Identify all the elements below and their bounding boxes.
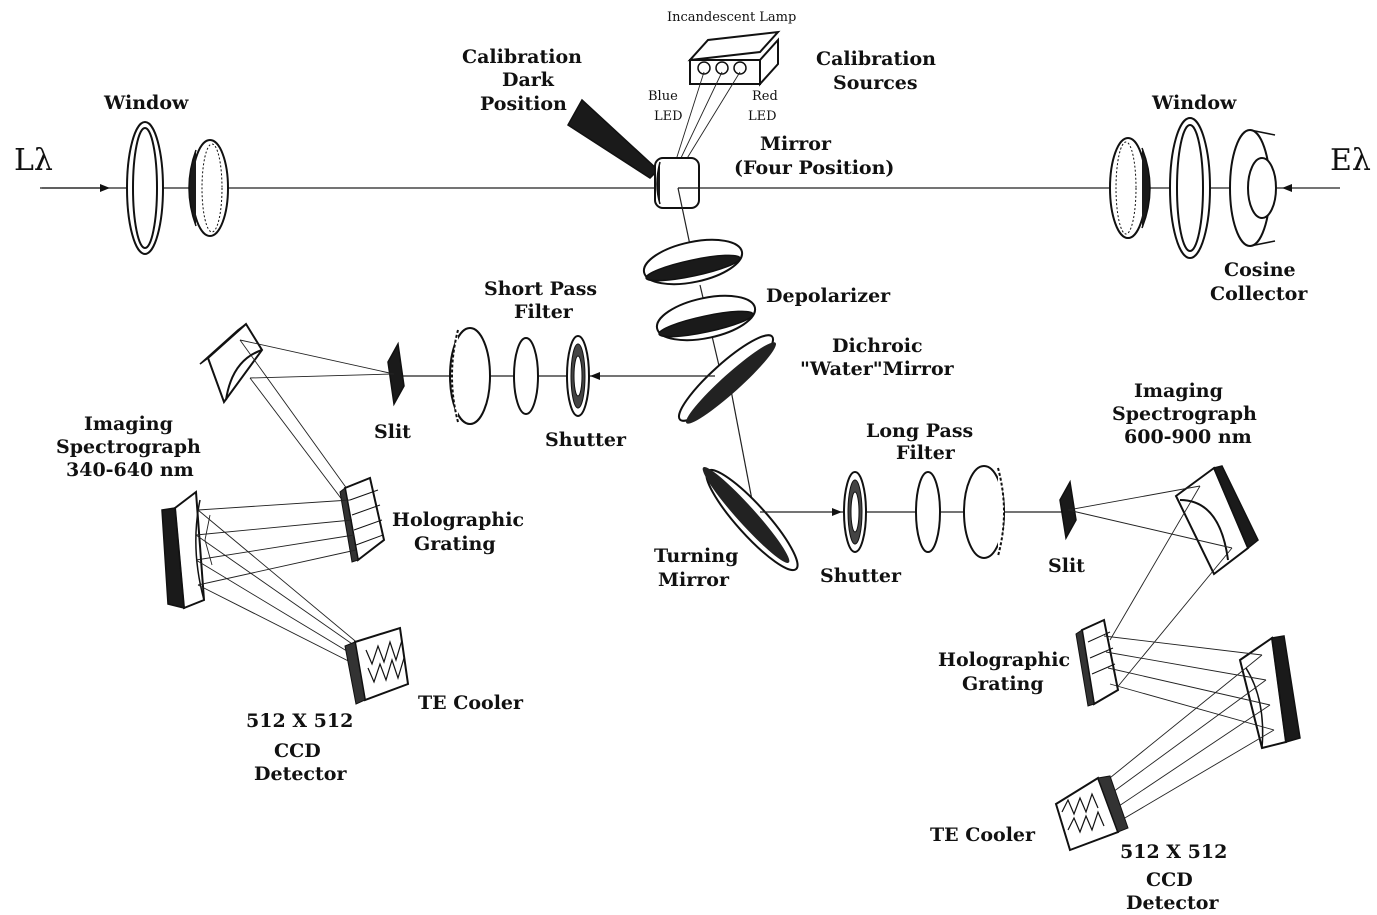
imaging-left-label-1: Imaging xyxy=(84,413,173,435)
calibration-dark-label-2: Dark xyxy=(502,69,555,91)
imaging-spectrograph-left-mirror xyxy=(200,324,262,402)
short-pass-filter xyxy=(514,338,538,414)
calibration-sources-label-2: Sources xyxy=(833,72,918,94)
imaging-left-label-3: 340-640 nm xyxy=(66,459,194,481)
dichroic-mirror xyxy=(671,326,782,430)
ccd-left-label-1: 512 X 512 xyxy=(246,710,353,732)
long-pass-filter xyxy=(916,472,940,552)
short-pass-label-2: Filter xyxy=(514,301,574,323)
l-lambda-label: Lλ xyxy=(14,143,53,178)
incandescent-lamp-label: Incandescent Lamp xyxy=(667,10,796,25)
turning-mirror-label-1: Turning xyxy=(654,545,738,567)
holographic-grating-left xyxy=(340,478,384,562)
window-left-label: Window xyxy=(103,92,189,114)
ccd-left-label-3: Detector xyxy=(254,763,347,785)
ccd-detector-right xyxy=(1056,776,1128,850)
lens-left xyxy=(189,140,228,236)
cosine-collector-label-1: Cosine xyxy=(1224,259,1296,281)
four-position-mirror xyxy=(655,158,700,208)
beam-left-arrow xyxy=(590,372,600,380)
imaging-right-label-2: Spectrograph xyxy=(1112,403,1257,425)
te-cooler-right-label: TE Cooler xyxy=(930,824,1036,846)
te-cooler-left-label: TE Cooler xyxy=(418,692,524,714)
window-right-inner xyxy=(1177,125,1203,251)
beam-right-arrow xyxy=(832,508,842,516)
red-led-label-1: Red xyxy=(752,89,778,104)
turning-mirror-label-2: Mirror xyxy=(658,569,730,591)
slit-left-label: Slit xyxy=(374,421,411,443)
blue-led-label-2: LED xyxy=(654,109,683,124)
led-ray-3 xyxy=(686,72,740,160)
ccd-detector-left xyxy=(345,628,408,704)
holographic-grating-right xyxy=(1076,620,1118,706)
lens-short-pass xyxy=(450,328,490,424)
mirror-label-2: (Four Position) xyxy=(734,157,894,179)
lens-right xyxy=(1110,138,1150,238)
ccd-right-label-1: 512 X 512 xyxy=(1120,841,1227,863)
cosine-collector-label-2: Collector xyxy=(1210,283,1308,305)
shutter-left-label: Shutter xyxy=(545,429,627,451)
depolarizer-label: Depolarizer xyxy=(766,285,891,307)
calibration-sources-label-1: Calibration xyxy=(816,48,936,70)
shutter-right xyxy=(844,472,866,552)
long-pass-label-1: Long Pass xyxy=(866,420,973,442)
shutter-left xyxy=(567,336,589,416)
imaging-right-label-1: Imaging xyxy=(1134,380,1223,402)
dichroic-label-1: Dichroic xyxy=(832,335,923,357)
blue-led-label-1: Blue xyxy=(648,89,678,104)
lens-long-pass xyxy=(964,466,1004,558)
calibration-dark-label-1: Calibration xyxy=(462,46,582,68)
e-lambda-label: Eλ xyxy=(1330,143,1371,178)
calibration-dark-label-3: Position xyxy=(480,93,567,115)
long-pass-label-2: Filter xyxy=(896,442,956,464)
ccd-left-label-2: CCD xyxy=(274,740,321,762)
short-pass-label-1: Short Pass xyxy=(484,278,597,300)
ccd-right-label-3: Detector xyxy=(1126,892,1219,914)
red-led-label-2: LED xyxy=(748,109,777,124)
imaging-spectrograph-right-mirror xyxy=(1176,466,1258,574)
focusing-mirror-left xyxy=(162,492,204,608)
shutter-right-label: Shutter xyxy=(820,565,902,587)
calibration-sources-box xyxy=(690,32,778,84)
window-left-inner xyxy=(133,128,157,248)
dichroic-label-2: "Water"Mirror xyxy=(800,358,955,380)
dark-position-blocker xyxy=(568,100,658,178)
imaging-right-label-3: 600-900 nm xyxy=(1124,426,1252,448)
holo-left-label-2: Grating xyxy=(414,533,496,555)
depolarizer xyxy=(640,232,759,348)
holo-left-label-1: Holographic xyxy=(392,509,524,531)
slit-right-label: Slit xyxy=(1048,555,1085,577)
ccd-right-label-2: CCD xyxy=(1146,869,1193,891)
holo-right-label-1: Holographic xyxy=(938,649,1070,671)
cosine-collector xyxy=(1230,130,1276,246)
led-ray-2 xyxy=(680,72,722,160)
window-right-label: Window xyxy=(1151,92,1237,114)
imaging-left-label-2: Spectrograph xyxy=(56,436,201,458)
input-arrow-right-head xyxy=(1282,184,1292,192)
holo-right-label-2: Grating xyxy=(962,673,1044,695)
mirror-label-1: Mirror xyxy=(760,133,832,155)
input-arrow-left-head xyxy=(100,184,110,192)
